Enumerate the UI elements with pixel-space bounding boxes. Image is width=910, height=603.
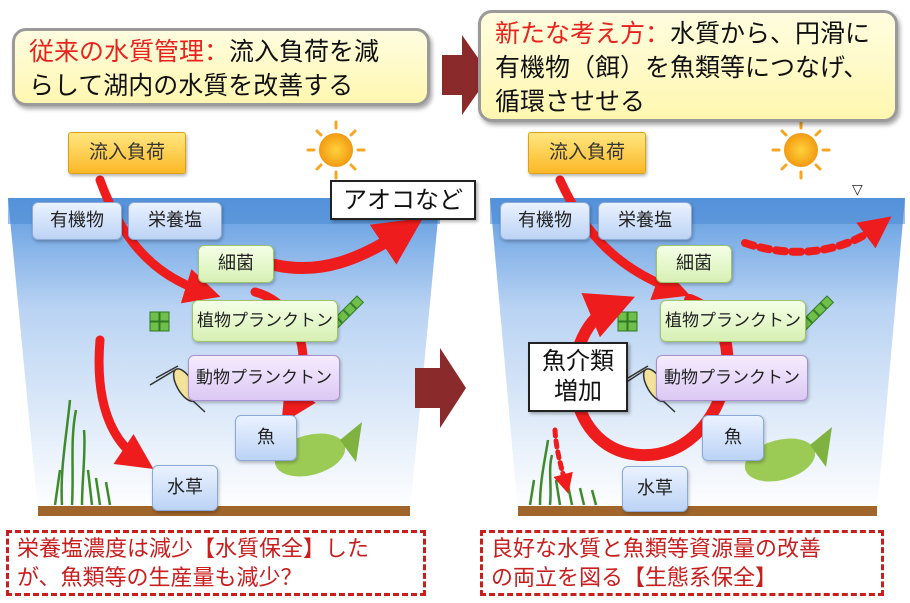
inflow-load-box-right: 流入負荷	[528, 132, 646, 174]
phytoplankton-box-left: 植物プランクトン	[192, 300, 338, 342]
waterweed-left	[53, 399, 112, 506]
phytoplankton-box-right: 植物プランクトン	[660, 300, 806, 342]
right-note-line2: の両立を図る【生態系保全】	[491, 566, 778, 591]
fish-box-left: 魚	[235, 415, 297, 461]
new-approach-line1-rest: 水質から、円滑に	[670, 19, 871, 48]
new-approach-callout: 新たな考え方：水質から、円滑に 有機物（餌）を魚類等につなげ、 循環させせる	[478, 10, 898, 122]
fish-increase-label: 魚介類 増加	[528, 342, 628, 412]
waterweed-box-right: 水草	[622, 466, 688, 512]
zooplankton-box-right: 動物プランクトン	[656, 355, 808, 401]
right-sediment	[518, 506, 877, 516]
sun-icon-right	[771, 120, 831, 180]
zooplankton-box-left: 動物プランクトン	[188, 355, 340, 401]
new-approach-prefix: 新たな考え方：	[495, 19, 671, 48]
right-note: 良好な水質と魚類等資源量の改善 の両立を図る【生態系保全】	[480, 530, 884, 596]
new-approach-line1: 新たな考え方：水質から、円滑に	[495, 17, 881, 51]
fish-increase-line1: 魚介類	[542, 347, 614, 375]
left-note-line1: 栄養塩濃度は減少【水質保全】した	[17, 537, 370, 562]
bacteria-box-left: 細菌	[198, 245, 274, 283]
bacteria-box-right: 細菌	[656, 245, 732, 283]
transition-arrow-top	[442, 35, 490, 115]
organic-matter-box-left: 有機物	[32, 202, 122, 240]
left-note: 栄養塩濃度は減少【水質保全】した が、魚類等の生産量も減少？	[6, 530, 426, 596]
left-sediment	[38, 506, 410, 516]
conventional-line1-rest: 流入負荷を減	[229, 37, 380, 66]
algae-bloom-label: アオコなど	[330, 180, 476, 220]
conventional-management-callout: 従来の水質管理：流入負荷を減 らして湖内の水質を改善する	[12, 28, 430, 106]
conventional-line1: 従来の水質管理：流入負荷を減	[29, 35, 413, 69]
waterweed-box-left: 水草	[152, 465, 218, 511]
transition-arrow-middle	[415, 348, 466, 428]
new-approach-line3: 循環させせる	[495, 87, 646, 116]
waterweed-right	[528, 439, 598, 506]
conventional-line2: らして湖内の水質を改善する	[29, 71, 354, 100]
new-approach-line2: 有機物（餌）を魚類等につなげ、	[495, 53, 869, 82]
sun-icon-left	[306, 120, 366, 180]
conventional-prefix: 従来の水質管理：	[29, 37, 230, 66]
water-level-symbol: ▽	[852, 182, 863, 198]
fish-increase-line2: 増加	[554, 377, 602, 405]
fish-box-right: 魚	[702, 415, 764, 461]
nutrient-salt-box-left: 栄養塩	[128, 202, 222, 240]
nutrient-salt-box-right: 栄養塩	[598, 202, 692, 240]
inflow-load-box-left: 流入負荷	[68, 132, 186, 174]
right-note-line1: 良好な水質と魚類等資源量の改善	[491, 537, 822, 562]
organic-matter-box-right: 有機物	[500, 202, 590, 240]
left-note-line2: が、魚類等の生産量も減少？	[17, 566, 303, 591]
